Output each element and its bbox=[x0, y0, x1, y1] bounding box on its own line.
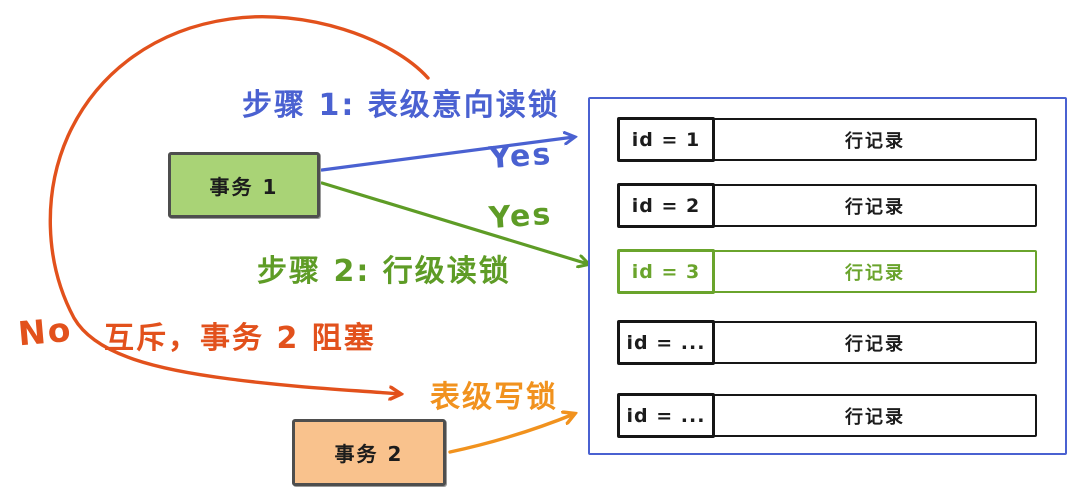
transaction-1-box: 事务 1 bbox=[168, 152, 320, 218]
transaction-2-box: 事务 2 bbox=[292, 419, 446, 486]
table-row: id = ...行记录 bbox=[590, 393, 1065, 438]
step2-label: 步骤 2: 行级读锁 bbox=[257, 254, 511, 289]
row-record-cell: 行记录 bbox=[713, 118, 1037, 161]
write-lock-label: 表级写锁 bbox=[430, 380, 558, 415]
step2-yes-label: Yes bbox=[487, 196, 554, 237]
row-id-cell: id = 1 bbox=[617, 117, 715, 162]
step1-label: 步骤 1: 表级意向读锁 bbox=[242, 88, 560, 123]
mutex-label: 互斥，事务 2 阻塞 bbox=[104, 321, 376, 356]
step1-yes-label: Yes bbox=[487, 136, 554, 177]
row-id-cell: id = ... bbox=[617, 393, 715, 438]
row-id-cell: id = 2 bbox=[617, 183, 715, 228]
row-id-cell: id = 3 bbox=[617, 249, 715, 294]
transaction-2-label: 事务 2 bbox=[334, 442, 404, 466]
row-id-cell: id = ... bbox=[617, 320, 715, 365]
row-record-cell: 行记录 bbox=[713, 394, 1037, 437]
table-row: id = ...行记录 bbox=[590, 320, 1065, 365]
row-record-cell: 行记录 bbox=[713, 321, 1037, 364]
transaction-1-label: 事务 1 bbox=[209, 174, 279, 199]
no-label: No bbox=[16, 309, 74, 354]
row-record-cell: 行记录 bbox=[713, 184, 1037, 227]
tx2-writelock-arrow bbox=[448, 414, 574, 454]
row-record-cell: 行记录 bbox=[713, 250, 1037, 293]
